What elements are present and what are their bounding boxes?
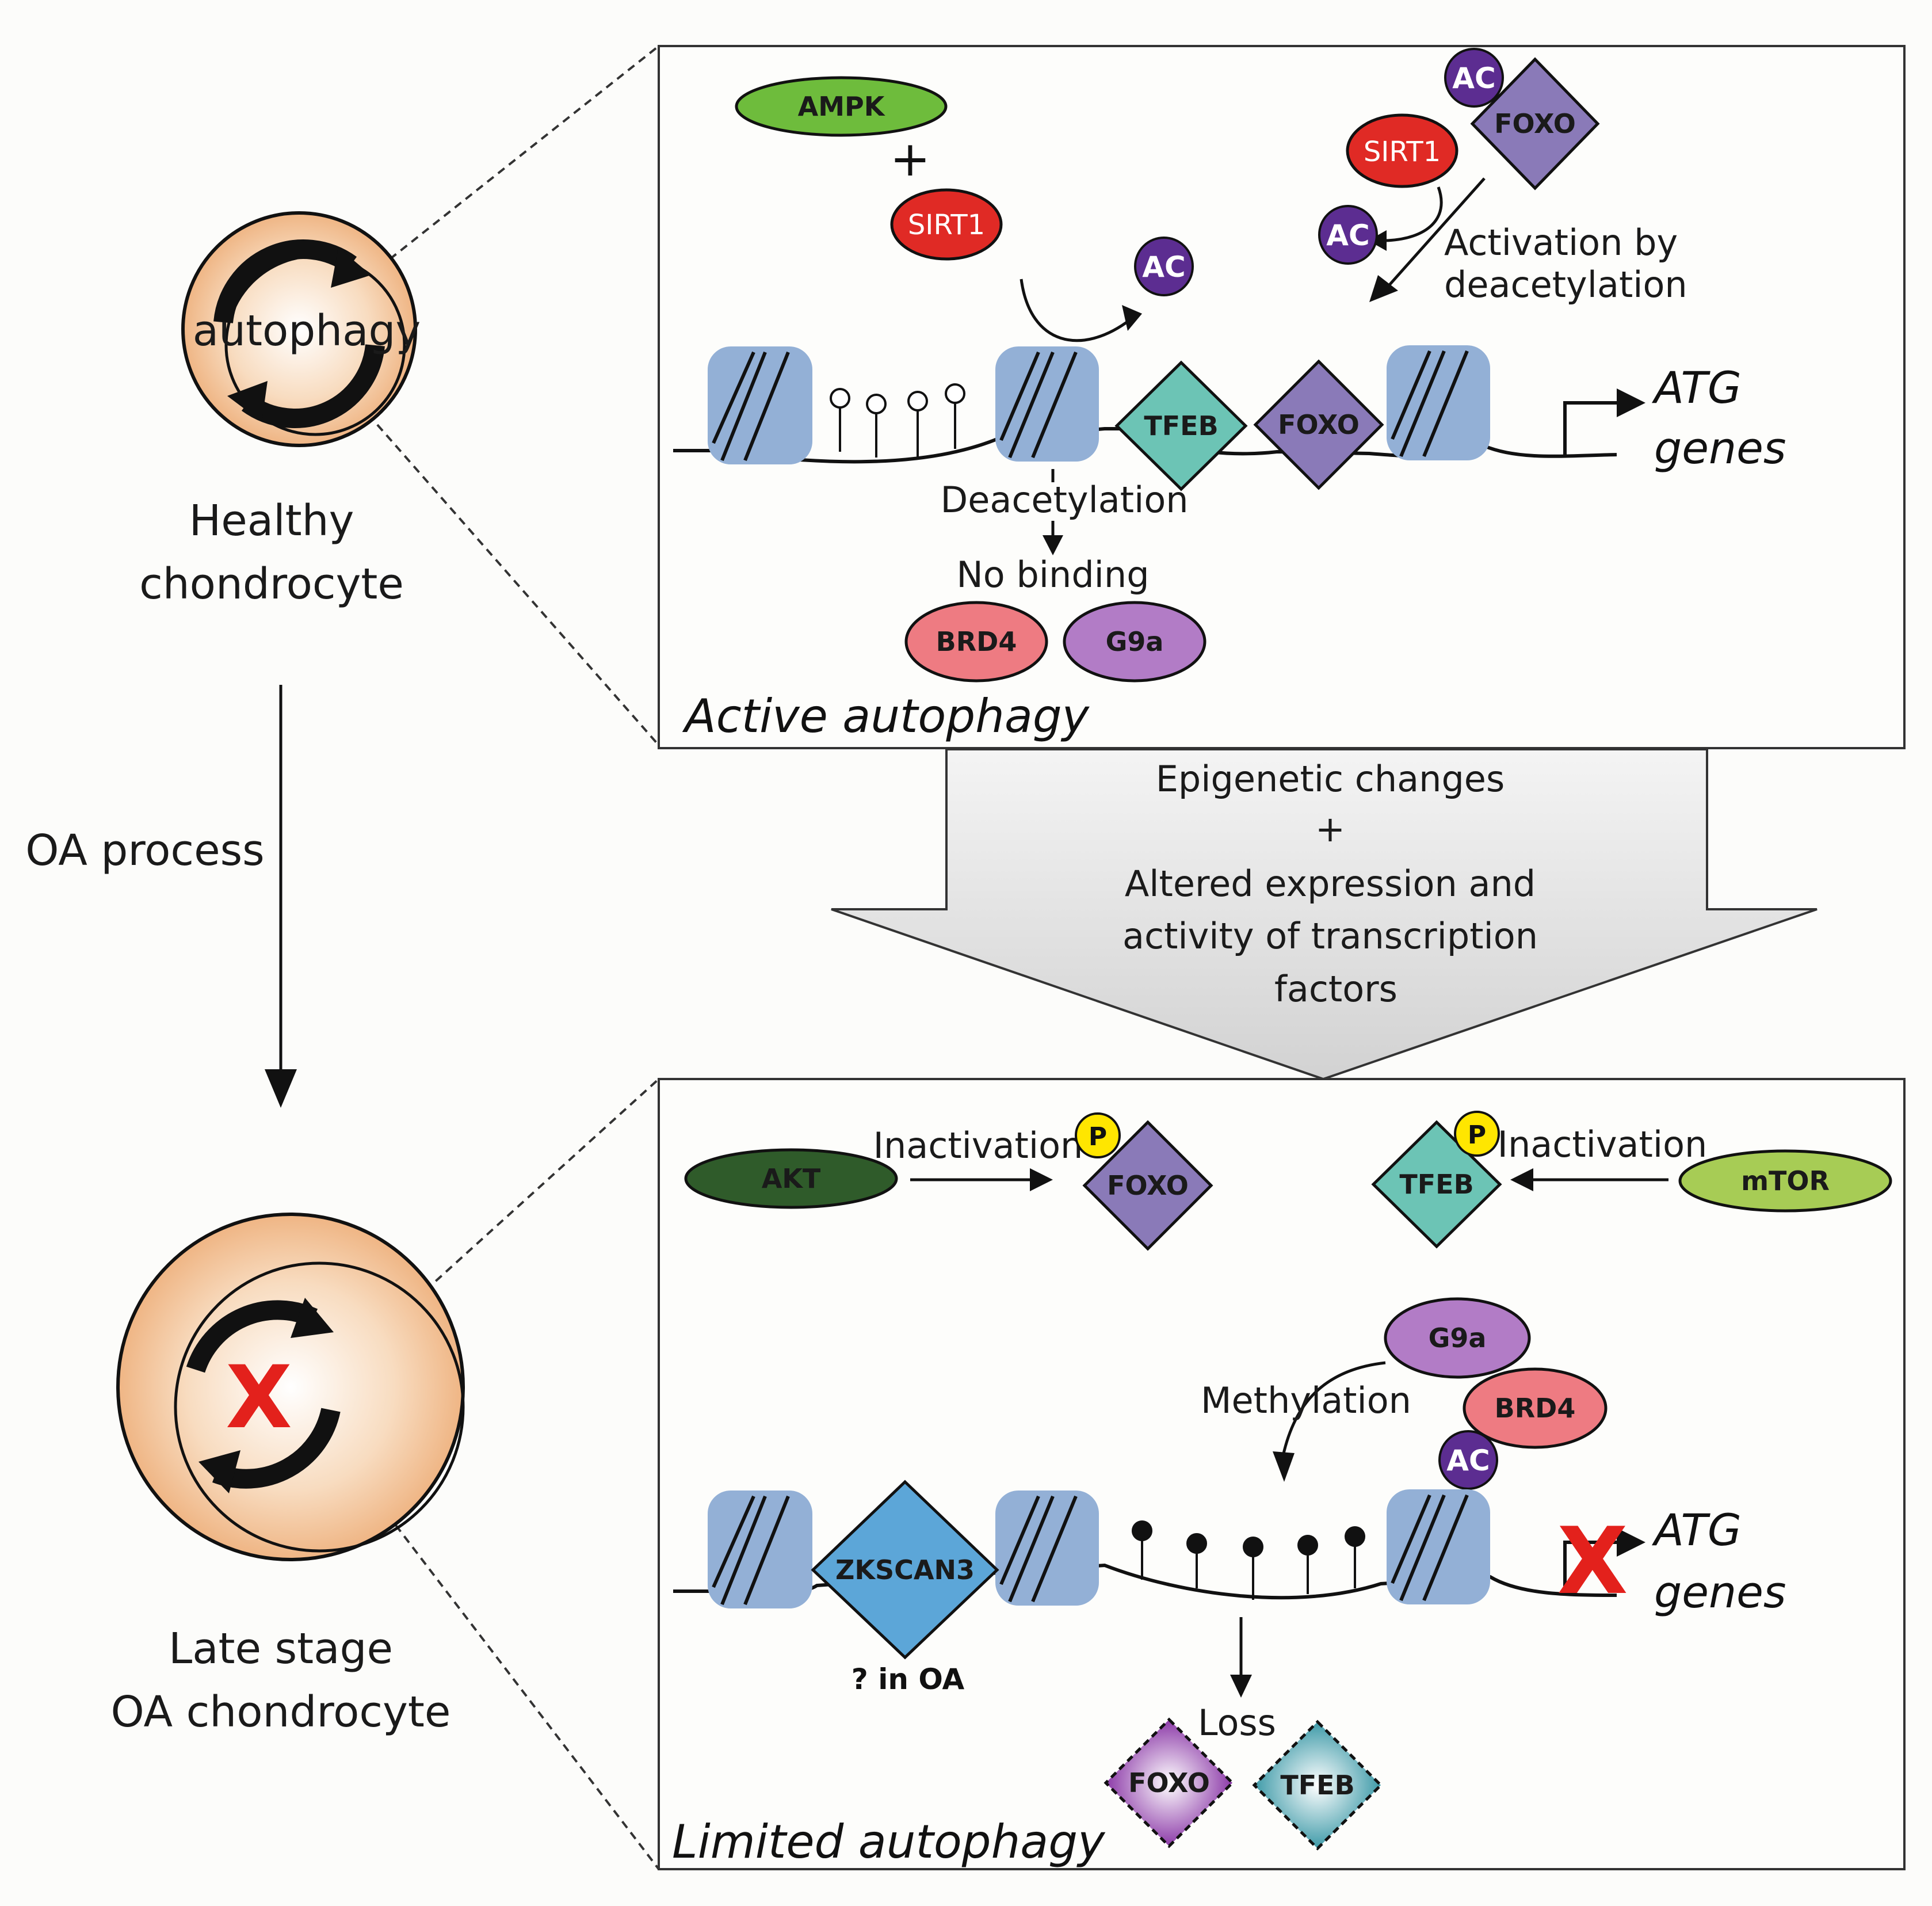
inactivation-left-label: Inactivation xyxy=(873,1124,1083,1167)
oa-cross-icon: X xyxy=(226,1348,292,1448)
svg-text:TFEB: TFEB xyxy=(1280,1770,1354,1801)
zkscan3-node xyxy=(811,1480,999,1660)
activation-label-2: deacetylation xyxy=(1444,264,1687,306)
no-binding-label: No binding xyxy=(956,554,1149,596)
svg-text:AC: AC xyxy=(1326,219,1369,252)
svg-text:FOXO: FOXO xyxy=(1278,409,1360,440)
phospho-p-right xyxy=(1454,1111,1500,1157)
tfeb-lost-node xyxy=(1252,1720,1383,1851)
epigenetic-line-3: Altered expression and xyxy=(1125,863,1536,905)
svg-text:AC: AC xyxy=(1446,1444,1490,1477)
deacetylation-label: Deacetylation xyxy=(940,479,1188,521)
deacetylation-curve-arrow xyxy=(1020,279,1132,342)
svg-text:BRD4: BRD4 xyxy=(936,626,1017,657)
genes-label-top: genes xyxy=(1654,422,1786,474)
ac-node-top xyxy=(1444,48,1504,108)
autophagy-cycle-icon xyxy=(213,239,357,323)
healthy-cell: autophagy xyxy=(181,211,421,447)
ac-bottom-node xyxy=(1438,1430,1498,1490)
svg-text:SIRT1: SIRT1 xyxy=(1364,136,1441,168)
brd4-bottom-node xyxy=(1463,1367,1608,1449)
brd4-top-node xyxy=(904,601,1048,683)
svg-text:P: P xyxy=(1089,1122,1107,1152)
svg-text:BRD4: BRD4 xyxy=(1495,1393,1576,1424)
ac-node-removed xyxy=(1318,205,1378,265)
autophagy-label: autophagy xyxy=(193,306,421,356)
plus-sign: + xyxy=(890,131,930,187)
nucleosome-2 xyxy=(995,346,1099,462)
healthy-title: Healthy xyxy=(189,496,354,546)
epigenetic-line-4: activity of transcription xyxy=(1122,915,1538,957)
foxo-top-node xyxy=(1470,57,1600,190)
g9a-bottom-node xyxy=(1384,1297,1531,1379)
svg-text:AC: AC xyxy=(1452,62,1495,95)
svg-text:P: P xyxy=(1468,1120,1486,1150)
svg-text:ZKSCAN3: ZKSCAN3 xyxy=(835,1554,975,1585)
methylation-label: Methylation xyxy=(1201,1379,1411,1421)
foxo-dna-node xyxy=(1253,359,1384,490)
oa-subtitle: OA chondrocyte xyxy=(111,1687,451,1737)
foxo-lost-node xyxy=(1104,1717,1235,1848)
svg-text:SIRT1: SIRT1 xyxy=(908,209,985,241)
blocked-cross-icon: X xyxy=(1557,1507,1628,1615)
ac-node-released xyxy=(1134,237,1194,296)
active-autophagy-title: Active autophagy xyxy=(682,689,1090,743)
healthy-subtitle: chondrocyte xyxy=(139,559,404,609)
svg-text:mTOR: mTOR xyxy=(1741,1165,1830,1196)
epigenetic-changes-arrow: Epigenetic changes + Altered expression … xyxy=(831,748,1818,1081)
zoom-lines xyxy=(353,45,660,1870)
loss-label: Loss xyxy=(1198,1702,1276,1744)
nucleosome-b2 xyxy=(995,1491,1099,1606)
foxo-phospho-node xyxy=(1082,1120,1213,1251)
svg-text:FOXO: FOXO xyxy=(1128,1767,1210,1798)
nucleosome-1 xyxy=(708,346,812,464)
g9a-top-node xyxy=(1063,601,1206,683)
svg-text:AKT: AKT xyxy=(762,1163,821,1194)
nucleosome-b1 xyxy=(708,1491,812,1608)
zkscan3-note: ? in OA xyxy=(852,1663,965,1696)
svg-text:G9a: G9a xyxy=(1429,1322,1487,1354)
svg-text:TFEB: TFEB xyxy=(1399,1169,1473,1200)
svg-text:AC: AC xyxy=(1142,250,1185,284)
ampk-node xyxy=(735,76,948,137)
phospho-p-left xyxy=(1075,1112,1121,1158)
svg-text:FOXO: FOXO xyxy=(1107,1170,1189,1201)
svg-text:AMPK: AMPK xyxy=(798,91,886,122)
tfeb-dna-node xyxy=(1114,360,1248,491)
oa-process-label: OA process xyxy=(25,826,264,875)
epigenetic-line-5: factors xyxy=(1274,968,1398,1010)
unmethylated-cpg-sites xyxy=(830,383,965,458)
nucleosome-3 xyxy=(1387,345,1490,460)
akt-node xyxy=(684,1148,898,1209)
limited-autophagy-panel: AKT Inactivation FOXO P TFEB P Inactivat… xyxy=(658,1078,1906,1870)
limited-autophagy-title: Limited autophagy xyxy=(672,1815,1106,1869)
svg-text:G9a: G9a xyxy=(1106,626,1164,657)
oa-cell: X xyxy=(116,1213,465,1561)
svg-text:FOXO: FOXO xyxy=(1494,108,1576,139)
epigenetic-line-1: Epigenetic changes xyxy=(1156,758,1505,800)
atg-label-top: ATG xyxy=(1651,362,1742,413)
genes-label-bottom: genes xyxy=(1654,1566,1786,1618)
active-autophagy-panel: AMPK + SIRT1 AC AC FOXO SIRT1 AC Activat… xyxy=(658,45,1906,749)
sirt1-right-node xyxy=(1346,113,1458,188)
svg-text:TFEB: TFEB xyxy=(1144,410,1218,441)
inactivation-right-label: Inactivation xyxy=(1498,1123,1708,1165)
oa-title: Late stage xyxy=(169,1624,393,1674)
dna-strand-top xyxy=(673,427,1617,464)
mtor-node xyxy=(1678,1149,1892,1213)
nucleosome-b3 xyxy=(1387,1489,1490,1604)
methylated-cpg-sites xyxy=(1132,1520,1365,1600)
atg-label-bottom: ATG xyxy=(1651,1504,1742,1556)
epigenetic-line-2: + xyxy=(1315,808,1345,850)
sirt1-left-node xyxy=(890,188,1003,261)
activation-label-1: Activation by xyxy=(1444,222,1678,264)
